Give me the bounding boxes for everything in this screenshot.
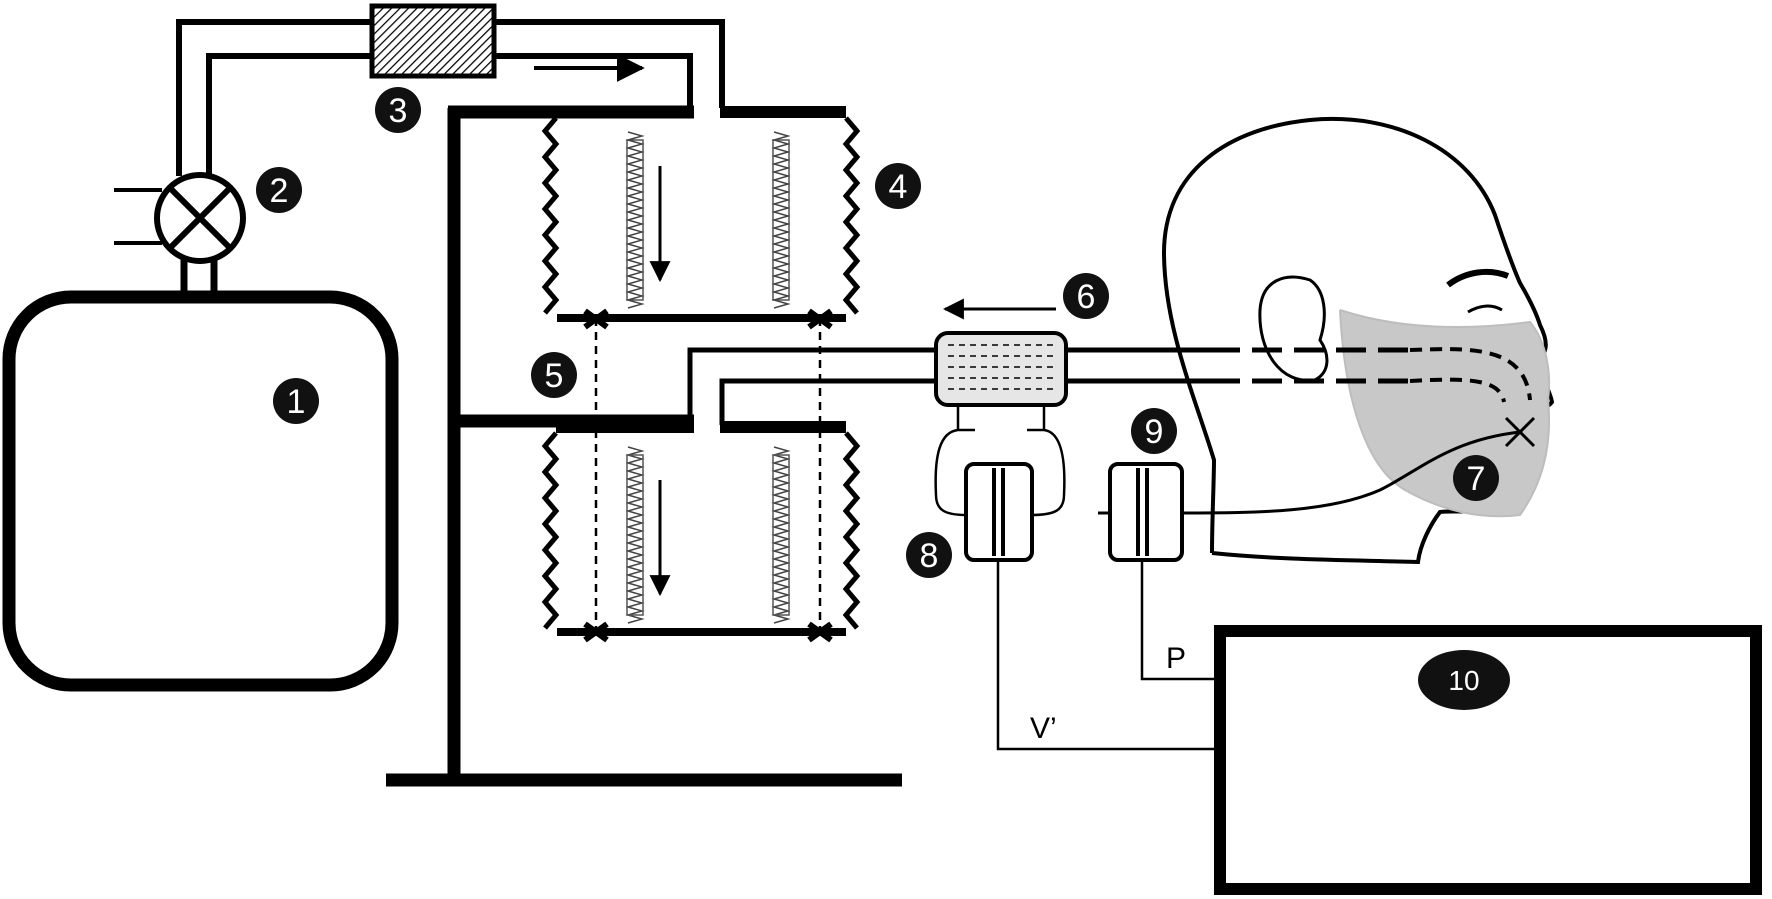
lower-bellows [541,421,861,636]
badge-7: 7 [1453,455,1499,501]
flow-sensor [964,462,1034,562]
svg-text:8: 8 [920,537,939,575]
eye [1467,304,1503,314]
head-outline [1161,117,1555,565]
svg-text:6: 6 [1077,278,1096,316]
breathing-tube-upper [687,347,936,425]
coil-spring-2 [771,131,791,309]
badge-6: 6 [1063,273,1109,319]
coil-spring-3 [625,446,645,624]
badge-8: 8 [906,532,952,578]
badge-3: 3 [375,87,421,133]
svg-text:3: 3 [389,92,408,130]
svg-text:5: 5 [545,357,564,395]
pressure-sample-line [1180,430,1521,515]
coil-spring-4 [771,446,791,624]
svg-text:10: 10 [1448,665,1479,696]
springs [625,131,791,624]
badge-10: 10 [1418,650,1510,710]
svg-text:2: 2 [270,172,289,210]
upper-bellows [541,106,861,635]
svg-text:9: 9 [1145,413,1164,451]
svg-text:4: 4 [889,168,908,206]
badge-2: 2 [256,167,302,213]
bellows-joint-markers [583,308,833,643]
coil-spring-1 [625,131,645,309]
ear [1258,275,1329,382]
flow-signal-label: V’ [1030,712,1057,745]
breathing-tube-lower [719,378,936,425]
badge-1: 1 [273,378,319,424]
supply-tube-outer [176,19,375,176]
badge-5: 5 [531,352,577,398]
gas-tank [2,290,399,692]
supply-tube-inner [206,53,375,176]
pressure-signal-label: P [1166,642,1186,675]
breathing-filter [934,331,1068,407]
nasal-tube-dashed [1409,347,1532,401]
supply-filter [369,3,497,79]
badge-9: 9 [1131,408,1177,454]
svg-text:1: 1 [287,383,306,421]
face-mask [1339,309,1551,518]
flow-sensor-housing [934,405,1066,517]
eyebrow [1446,268,1510,288]
pressure-signal-wire [1140,560,1220,681]
svg-text:7: 7 [1467,460,1486,498]
filter-dashes [948,344,1054,390]
flow-signal-wire [996,560,1220,751]
badge-4: 4 [875,163,921,209]
